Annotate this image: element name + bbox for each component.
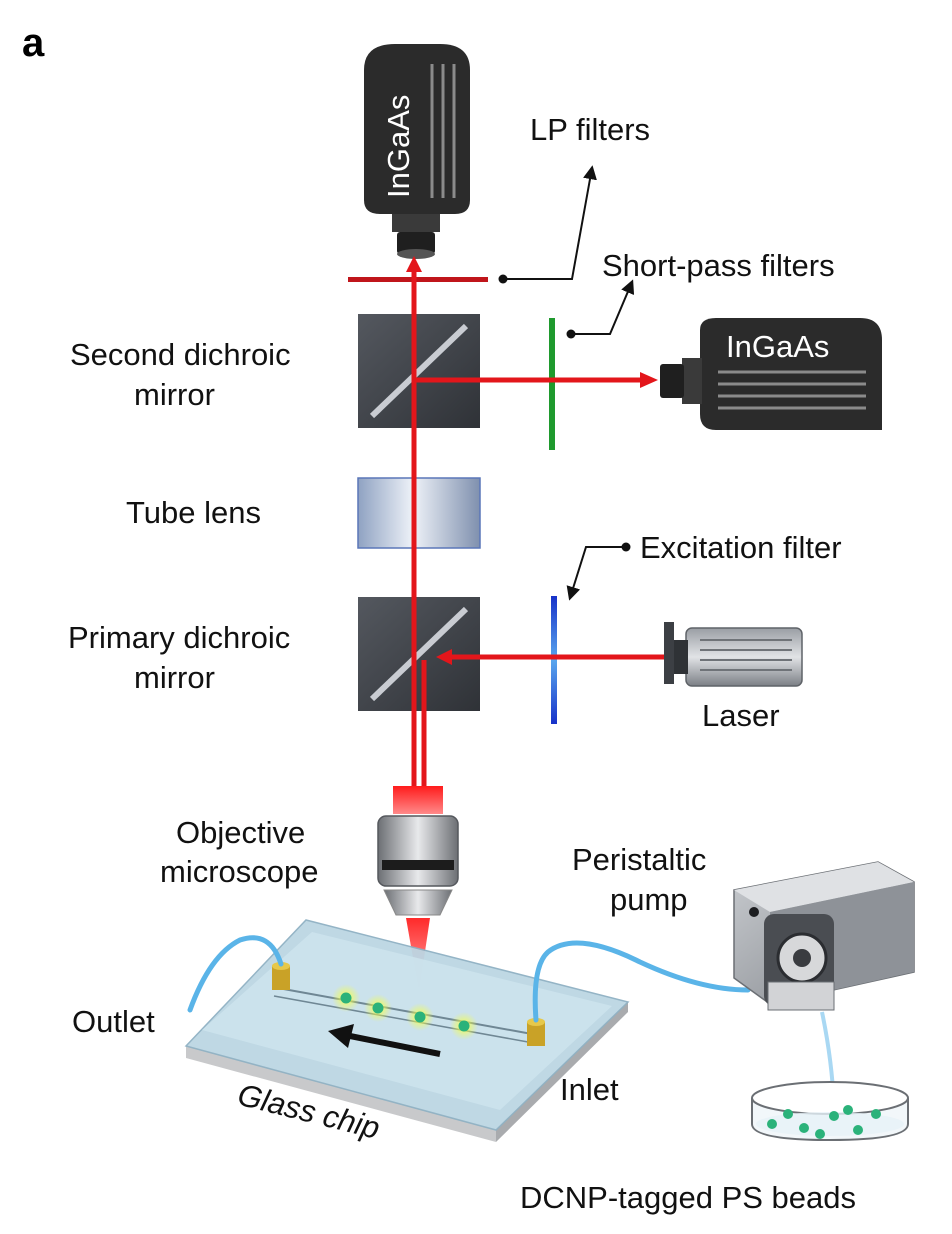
top-camera-label: InGaAs <box>381 95 416 198</box>
objective-lens <box>377 786 459 992</box>
lp-filter <box>348 277 488 282</box>
beads-label: DCNP-tagged PS beads <box>520 1180 856 1215</box>
top-ingaas-camera: InGaAs <box>364 44 470 259</box>
lp-filters-label: LP filters <box>530 112 650 147</box>
side-camera-label: InGaAs <box>726 329 829 364</box>
short-pass-filter <box>549 318 555 450</box>
peristaltic-label-line1: Peristaltic <box>572 842 706 877</box>
short-pass-pointer <box>566 279 635 339</box>
outlet-label: Outlet <box>72 1004 155 1039</box>
beam-arrow-right <box>640 372 658 388</box>
beam-arrow-left <box>436 649 452 665</box>
bead-dish <box>751 1081 909 1142</box>
excitation-pointer <box>566 542 631 601</box>
lp-filter-pointer <box>498 165 597 284</box>
excitation-filter-label: Excitation filter <box>640 530 842 565</box>
second-dichroic-label-line2: mirror <box>134 377 215 412</box>
laser-source <box>664 622 803 687</box>
tube-lens <box>357 477 481 549</box>
peristaltic-label-line2: pump <box>610 882 688 917</box>
second-dichroic-cube <box>358 314 480 428</box>
primary-dichroic-label-line1: Primary dichroic <box>68 620 290 655</box>
inlet-label: Inlet <box>560 1072 619 1107</box>
glass-chip <box>184 919 630 1142</box>
beam-paths <box>411 270 664 788</box>
primary-dichroic-label-line2: mirror <box>134 660 215 695</box>
second-dichroic-label-line1: Second dichroic <box>70 337 291 372</box>
flow-direction-arrow <box>328 1024 441 1057</box>
excitation-filter <box>551 596 557 724</box>
tube-lens-label: Tube lens <box>126 495 261 530</box>
side-ingaas-camera: InGaAs <box>660 318 882 430</box>
laser-label: Laser <box>702 698 780 733</box>
tubing <box>187 935 751 1023</box>
objective-label-line1: Objective <box>176 815 305 850</box>
panel-letter: a <box>22 21 45 65</box>
channel-beads <box>332 984 478 1040</box>
beam-arrow-up <box>406 256 422 272</box>
primary-dichroic-cube <box>358 597 480 711</box>
objective-label-line2: microscope <box>160 854 319 889</box>
peristaltic-pump <box>733 861 915 1011</box>
short-pass-label: Short-pass filters <box>602 248 835 283</box>
